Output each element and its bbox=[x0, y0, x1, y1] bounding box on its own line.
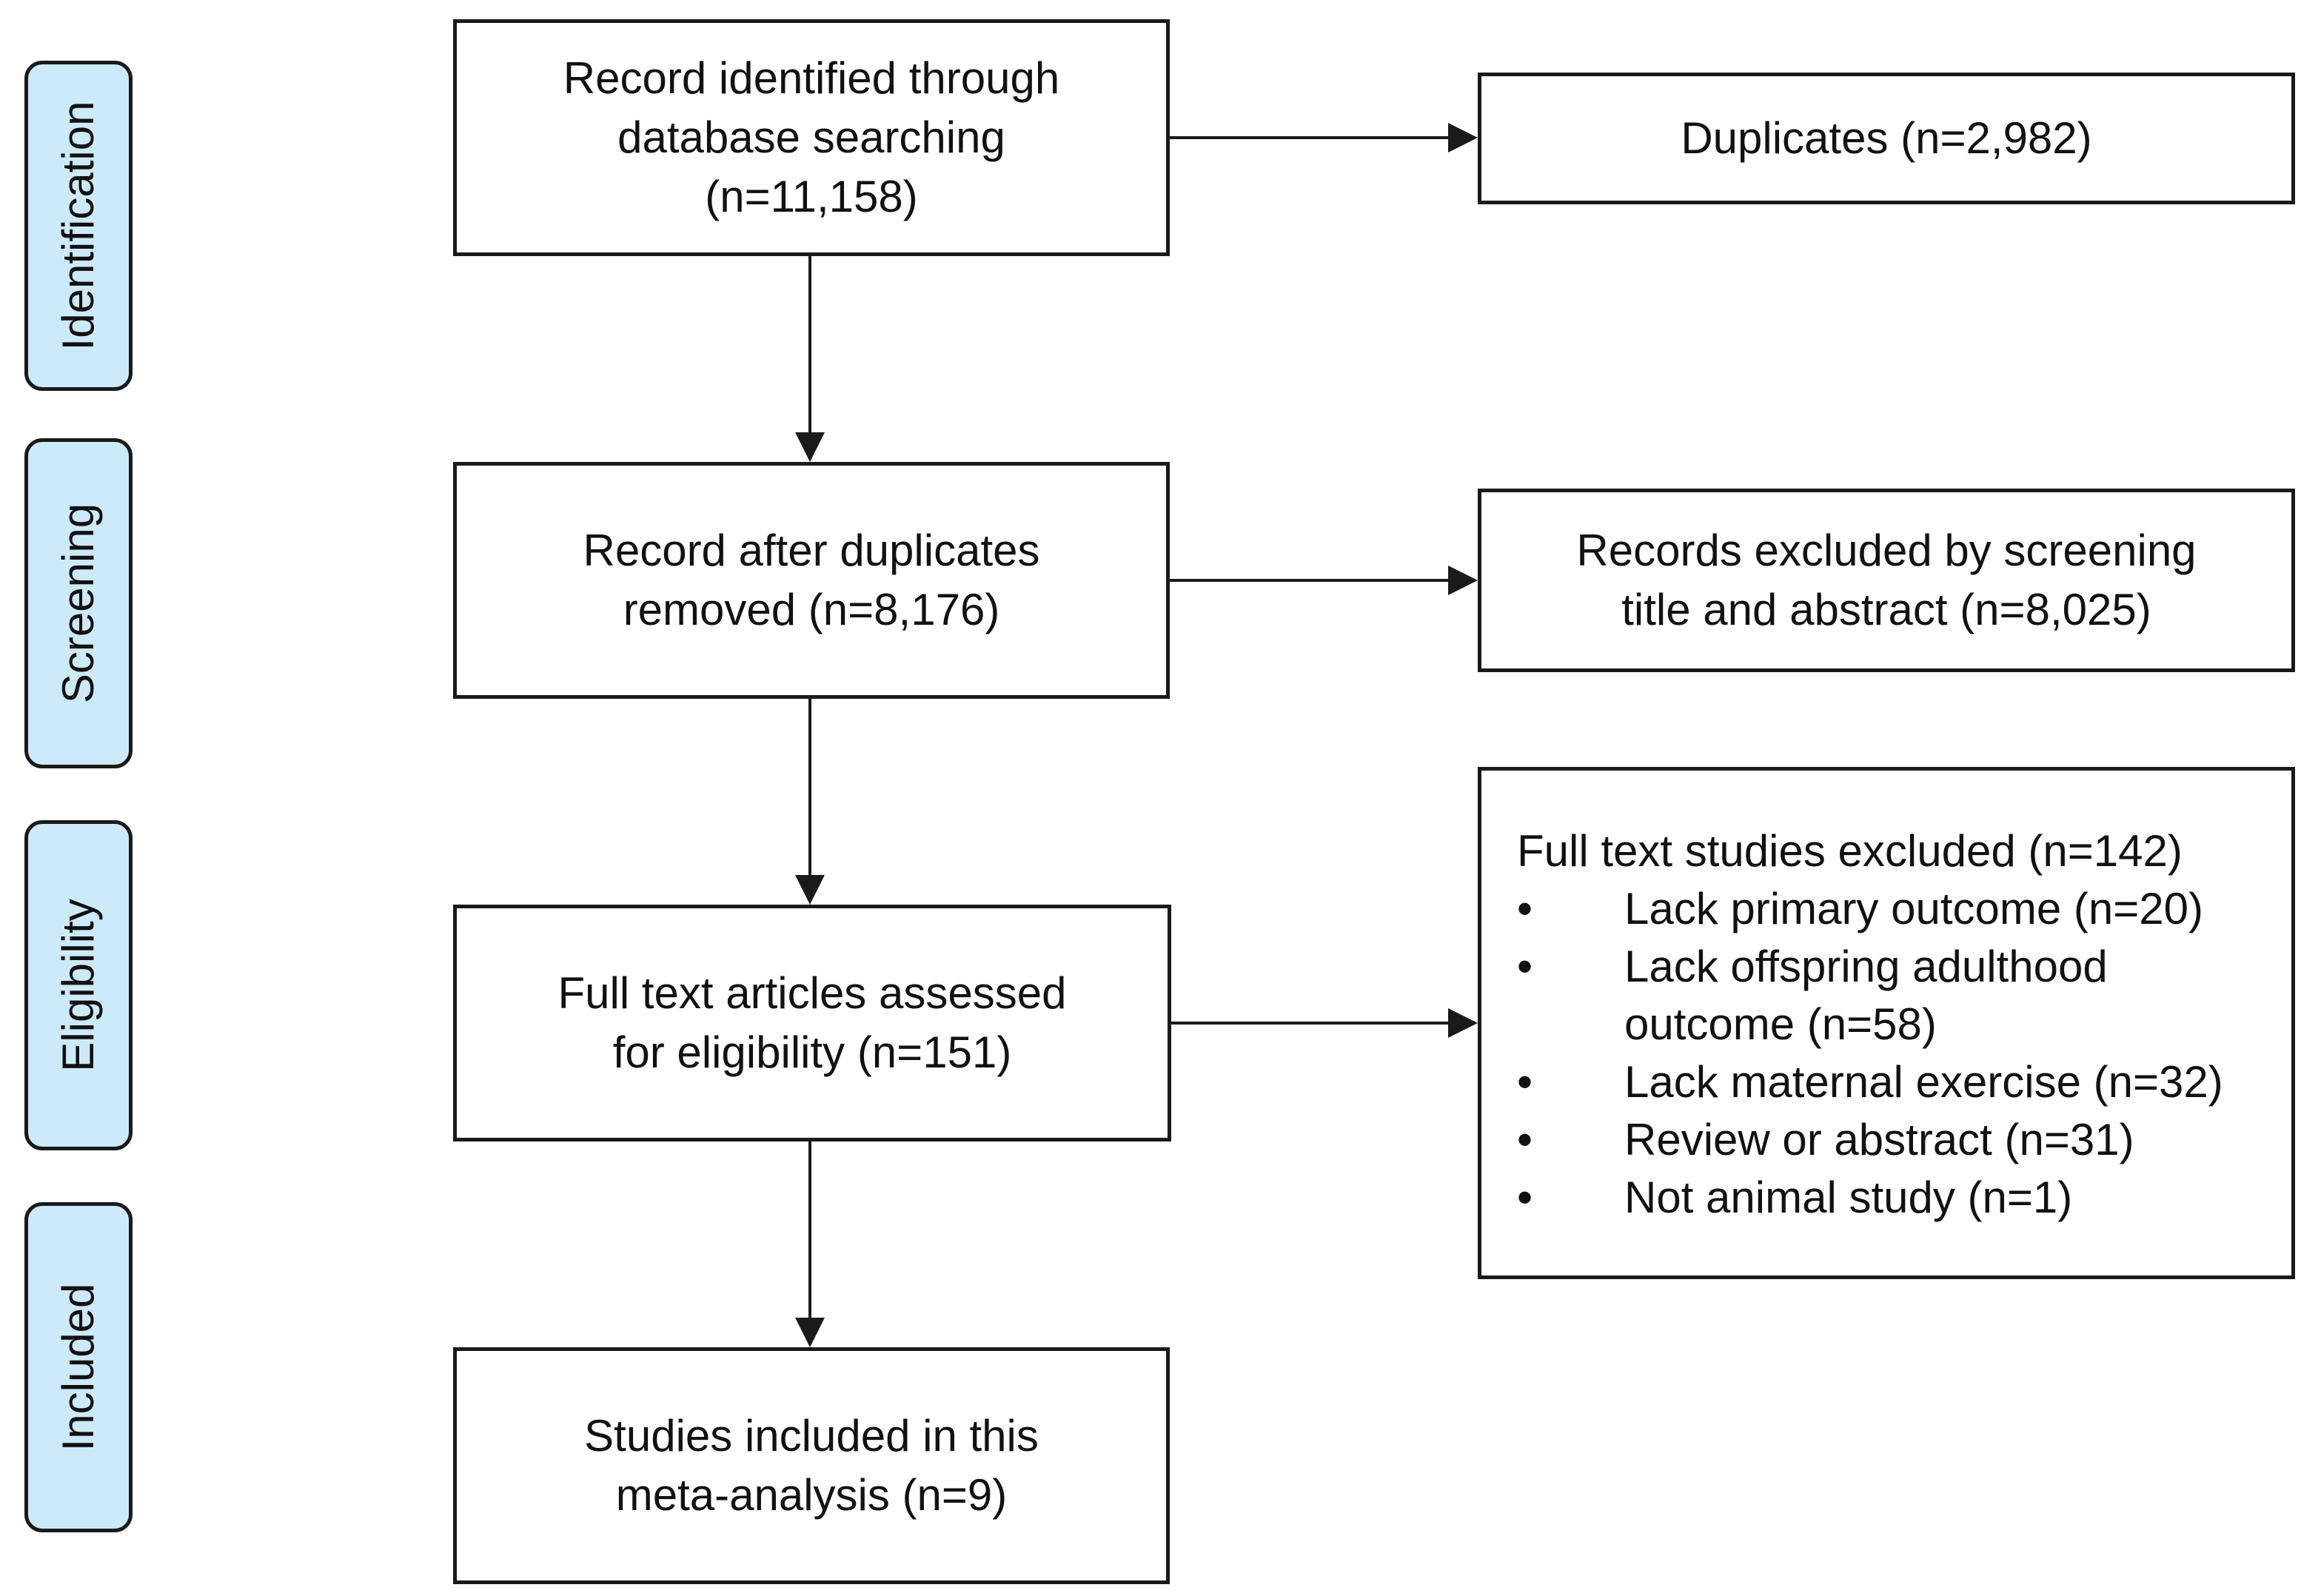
exclusion-reason-text: Review or abstract (n=31) bbox=[1624, 1115, 2134, 1164]
bullet-icon: • bbox=[1517, 1173, 1533, 1222]
exclusion-reason-item: • Lack primary outcome (n=20) bbox=[1517, 880, 2269, 938]
full-text-excluded-box: Full text studies excluded (n=142) • Lac… bbox=[1478, 767, 2295, 1279]
exclusion-reason-item: • Lack maternal exercise (n=32) bbox=[1517, 1053, 2269, 1111]
screening-excluded-box: Records excluded by screening title and … bbox=[1478, 489, 2295, 672]
after-duplicates-text: Record after duplicates removed (n=8,176… bbox=[583, 526, 1040, 634]
exclusion-reason-text: Lack offspring adulthood outcome (n=58) bbox=[1624, 942, 2108, 1049]
exclusion-reason-item: • Lack offspring adulthood outcome (n=58… bbox=[1517, 938, 2269, 1053]
exclusion-reason-item: • Review or abstract (n=31) bbox=[1517, 1111, 2269, 1169]
bullet-icon: • bbox=[1517, 942, 1533, 991]
exclusion-reason-text: Lack maternal exercise (n=32) bbox=[1624, 1057, 2223, 1107]
stage-tab-included: Included bbox=[24, 1202, 133, 1532]
stage-tab-screening: Screening bbox=[24, 438, 133, 768]
stage-tab-identification: Identification bbox=[24, 61, 133, 391]
after-duplicates-box: Record after duplicates removed (n=8,176… bbox=[453, 462, 1170, 699]
bullet-icon: • bbox=[1517, 884, 1533, 933]
included-studies-box: Studies included in this meta-analysis (… bbox=[453, 1347, 1170, 1584]
duplicates-box: Duplicates (n=2,982) bbox=[1478, 73, 2295, 204]
identified-records-text: Record identified through database searc… bbox=[563, 53, 1060, 221]
screening-excluded-text: Records excluded by screening title and … bbox=[1576, 526, 2197, 634]
full-text-excluded-title: Full text studies excluded (n=142) bbox=[1517, 826, 2183, 876]
exclusion-reason-text: Not animal study (n=1) bbox=[1624, 1173, 2073, 1222]
full-text-assessed-text: Full text articles assessed for eligibil… bbox=[557, 968, 1067, 1077]
included-studies-text: Studies included in this meta-analysis (… bbox=[584, 1411, 1039, 1520]
stage-tab-eligibility: Eligibility bbox=[24, 820, 133, 1150]
bullet-icon: • bbox=[1517, 1057, 1533, 1107]
duplicates-text: Duplicates (n=2,982) bbox=[1681, 113, 2092, 163]
exclusion-reason-text: Lack primary outcome (n=20) bbox=[1624, 884, 2203, 933]
full-text-assessed-box: Full text articles assessed for eligibil… bbox=[453, 905, 1171, 1141]
bullet-icon: • bbox=[1517, 1115, 1533, 1164]
exclusion-reasons-list: • Lack primary outcome (n=20) • Lack off… bbox=[1517, 880, 2269, 1227]
identified-records-box: Record identified through database searc… bbox=[453, 19, 1170, 256]
exclusion-reason-item: • Not animal study (n=1) bbox=[1517, 1169, 2269, 1227]
